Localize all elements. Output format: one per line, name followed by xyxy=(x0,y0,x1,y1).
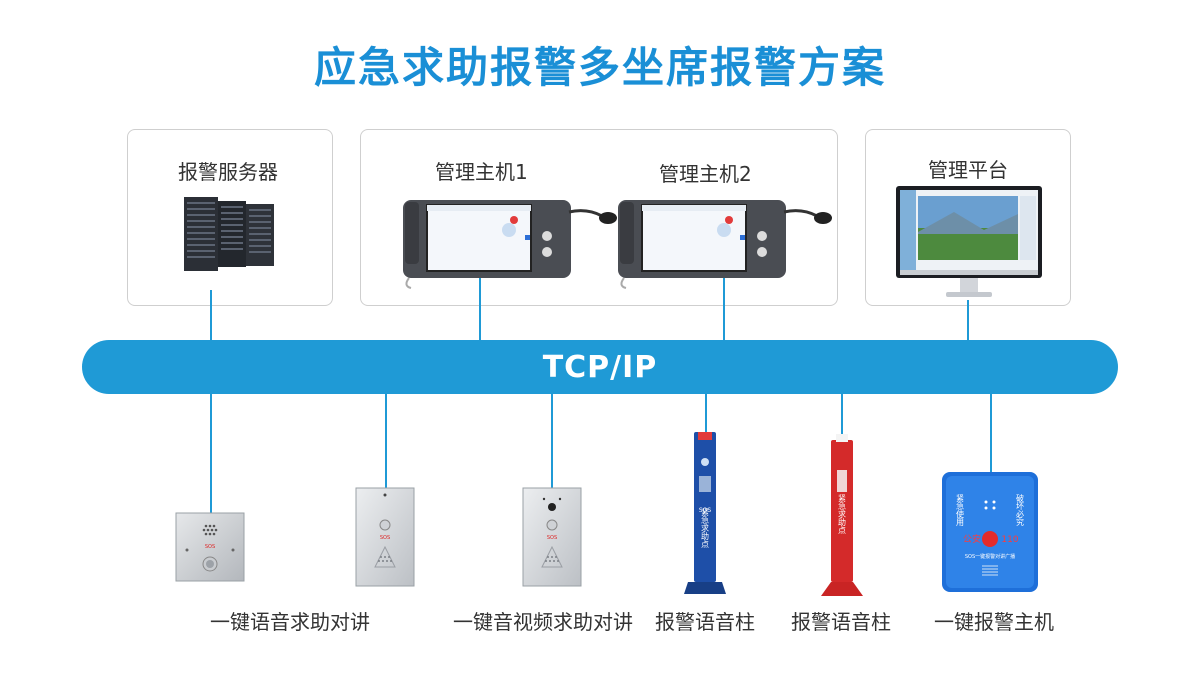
management-host-2-icon xyxy=(618,200,832,289)
alarm-right-text: 破坏必究 xyxy=(1016,493,1025,527)
alarm-num-text: 110 xyxy=(1001,535,1018,545)
pillar1-text: 紧急求助点 xyxy=(701,508,710,549)
connector-device-5 xyxy=(841,393,843,435)
device1-sos-text: SOS xyxy=(205,544,215,550)
connector-platform xyxy=(967,300,969,342)
pillar1-sos-text: SOS xyxy=(699,507,712,514)
device-label-pillar-red: 报警语音柱 xyxy=(791,610,891,634)
device3-sos-text: SOS xyxy=(547,535,557,541)
device-label-video-intercom: 一键音视频求助对讲 xyxy=(453,610,633,634)
tcp-ip-bus: TCP/IP xyxy=(82,340,1118,394)
connector-device-4 xyxy=(705,393,707,433)
connector-host2 xyxy=(723,278,725,342)
connector-device-1 xyxy=(210,393,212,515)
device-label-pillar-blue: 报警语音柱 xyxy=(655,610,755,634)
voice-intercom-tall-icon: SOS xyxy=(355,487,415,587)
platform-label: 管理平台 xyxy=(928,158,1008,182)
server-box: 报警服务器 xyxy=(127,129,333,306)
alarm-police-text: 公安 xyxy=(963,533,981,545)
alarm-left-text: 紧急使用 xyxy=(956,494,965,527)
platform-box: 管理平台 xyxy=(865,129,1071,306)
monitor-icon xyxy=(896,186,1042,297)
alarm-host-icon: 紧急使用 破坏必究 公安 110 SOS一键报警对讲广播 xyxy=(942,472,1038,592)
red-alarm-pillar-icon: 紧急求助点 xyxy=(821,434,863,596)
voice-intercom-icon: SOS xyxy=(175,512,245,582)
video-intercom-icon: SOS xyxy=(522,487,582,587)
device-label-alarm-host: 一键报警主机 xyxy=(934,610,1054,634)
management-host-1-icon xyxy=(403,200,617,289)
connector-device-3 xyxy=(551,393,553,489)
server-label: 报警服务器 xyxy=(178,160,278,184)
blue-alarm-pillar-icon: SOS 紧急求助点 xyxy=(684,432,726,594)
connector-device-2 xyxy=(385,393,387,489)
connector-server xyxy=(210,290,212,342)
hosts-box: 管理主机1 管理主机2 xyxy=(360,129,838,306)
page-title: 应急求助报警多坐席报警方案 xyxy=(313,43,886,92)
host1-label: 管理主机1 xyxy=(435,160,528,184)
connector-host1 xyxy=(479,278,481,342)
device2-sos-text: SOS xyxy=(380,535,390,541)
connector-device-6 xyxy=(990,393,992,473)
pillar2-text: 紧急求助点 xyxy=(838,494,847,535)
host2-label: 管理主机2 xyxy=(659,162,752,186)
alarm-bottom-text: SOS一键报警对讲广播 xyxy=(965,553,1015,560)
server-rack-icon xyxy=(184,197,274,271)
device-label-voice-intercom: 一键语音求助对讲 xyxy=(210,610,370,634)
